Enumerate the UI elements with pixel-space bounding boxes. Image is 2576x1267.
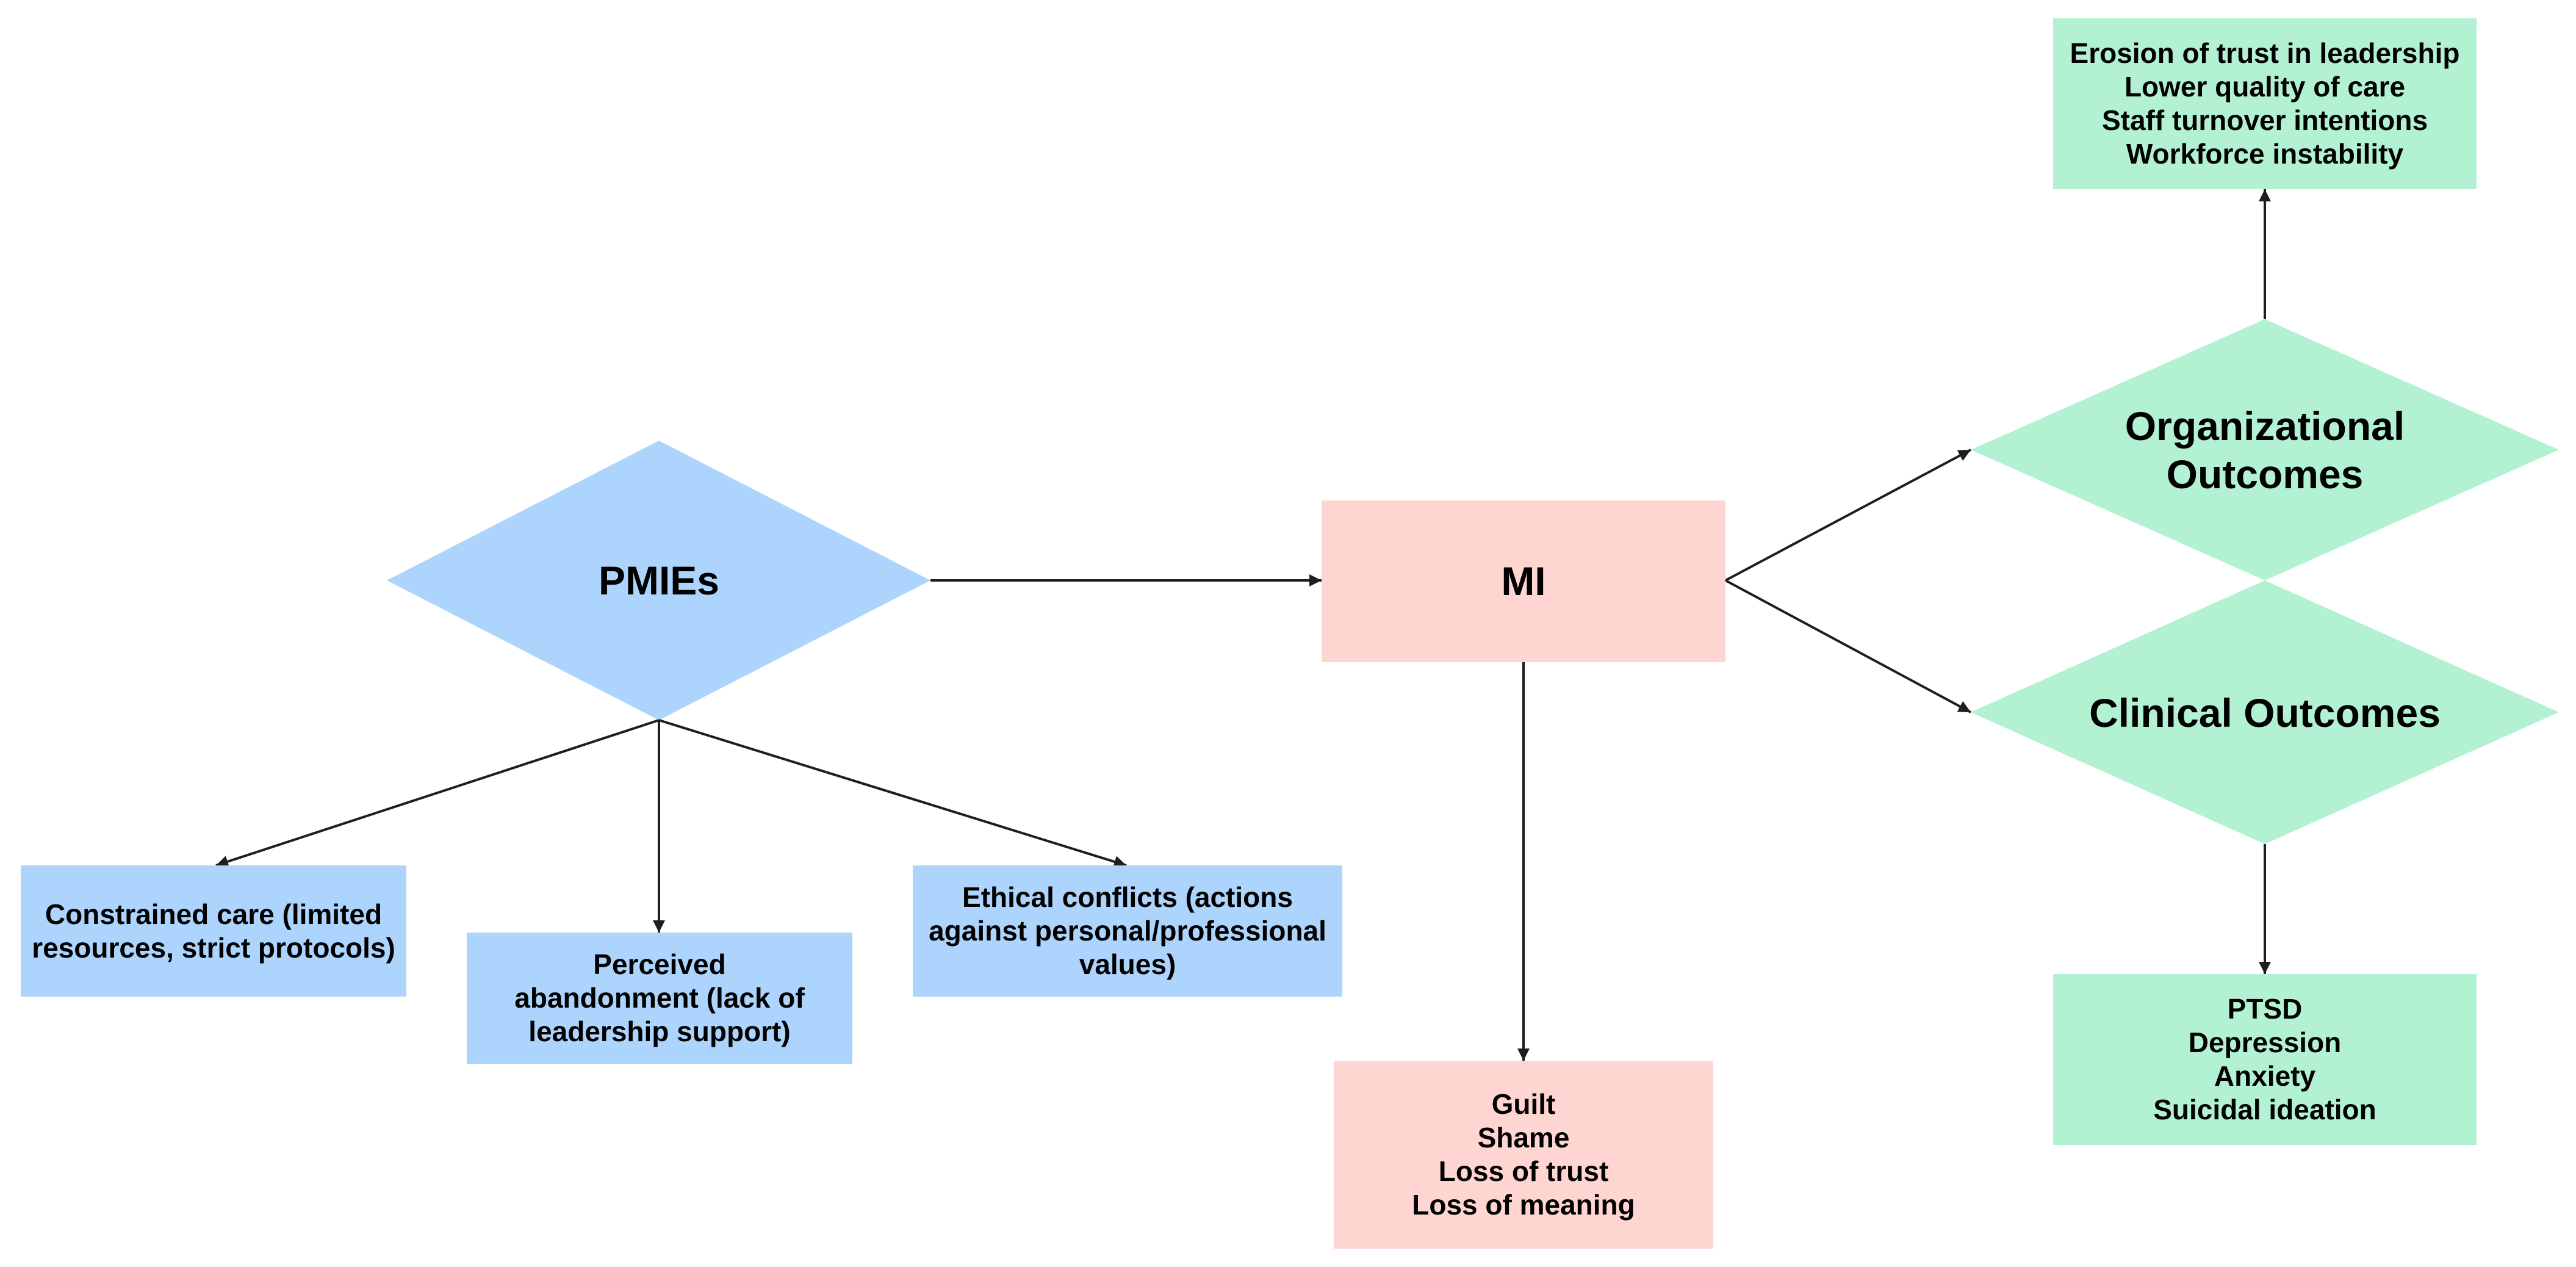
clinical-outcomes-diamond <box>1971 580 2559 844</box>
organizational-outcomes-label: Organizational Outcomes <box>2082 397 2448 504</box>
arrow-pmies-to-ethical-conflicts <box>658 719 1127 868</box>
constrained-care-box: Constrained care (limited resources, str… <box>21 865 406 997</box>
clinical-effect-item: Depression <box>2188 1027 2342 1058</box>
arrow-mi-to-organizational-outcomes <box>1725 449 1971 582</box>
mi-effect-item: Loss of trust <box>1438 1155 1609 1187</box>
ethical-conflicts-box: Ethical conflicts (actions against perso… <box>913 865 1342 997</box>
organizational-effect-item: Erosion of trust in leadership <box>2070 37 2460 69</box>
pmies-diamond <box>387 441 930 720</box>
organizational-outcomes-line: Outcomes <box>2166 451 2364 497</box>
organizational-effects-box: Erosion of trust in leadership Lower qua… <box>2053 18 2477 189</box>
clinical-effect-item: Suicidal ideation <box>2153 1094 2376 1125</box>
arrow-pmies-to-constrained-care <box>215 719 660 868</box>
perceived-abandonment-box: Perceived abandonment (lack of leadershi… <box>467 933 852 1064</box>
clinical-effects-box: PTSD Depression Anxiety Suicidal ideatio… <box>2053 974 2477 1145</box>
arrow-mi-to-clinical-outcomes <box>1725 579 1971 713</box>
clinical-outcomes-label: Clinical Outcomes <box>2051 679 2478 746</box>
ethical-conflicts-line: Ethical conflicts (actions <box>962 881 1293 913</box>
clinical-outcomes-label-text: Clinical Outcomes <box>2089 690 2441 735</box>
constrained-care-line: Constrained care (limited <box>45 898 383 930</box>
mi-effect-item: Guilt <box>1491 1088 1556 1120</box>
mi-label: MI <box>1501 558 1546 604</box>
pmies-label: PMIEs <box>509 547 809 614</box>
perceived-abandonment-line: abandonment (lack of <box>514 982 805 1014</box>
clinical-effect-item: PTSD <box>2227 993 2303 1025</box>
organizational-effect-item: Workforce instability <box>2126 138 2404 170</box>
clinical-effect-item: Anxiety <box>2214 1060 2316 1092</box>
organizational-effect-item: Lower quality of care <box>2124 71 2406 103</box>
organizational-effect-item: Staff turnover intentions <box>2101 104 2428 136</box>
ethical-conflicts-line: against personal/professional <box>929 915 1326 947</box>
organizational-outcomes-diamond <box>1971 319 2559 580</box>
perceived-abandonment-line: Perceived <box>593 948 726 980</box>
organizational-outcomes-line: Organizational <box>2124 403 2405 449</box>
mi-box: MI <box>1322 500 1725 662</box>
constrained-care-line: resources, strict protocols) <box>32 931 395 964</box>
mi-effects-box: Guilt Shame Loss of trust Loss of meanin… <box>1334 1061 1713 1249</box>
pmies-label-text: PMIEs <box>598 557 720 603</box>
perceived-abandonment-line: leadership support) <box>528 1016 791 1047</box>
ethical-conflicts-line: values) <box>1079 948 1176 980</box>
mi-effect-item: Loss of meaning <box>1412 1189 1635 1221</box>
mi-effect-item: Shame <box>1477 1122 1570 1153</box>
